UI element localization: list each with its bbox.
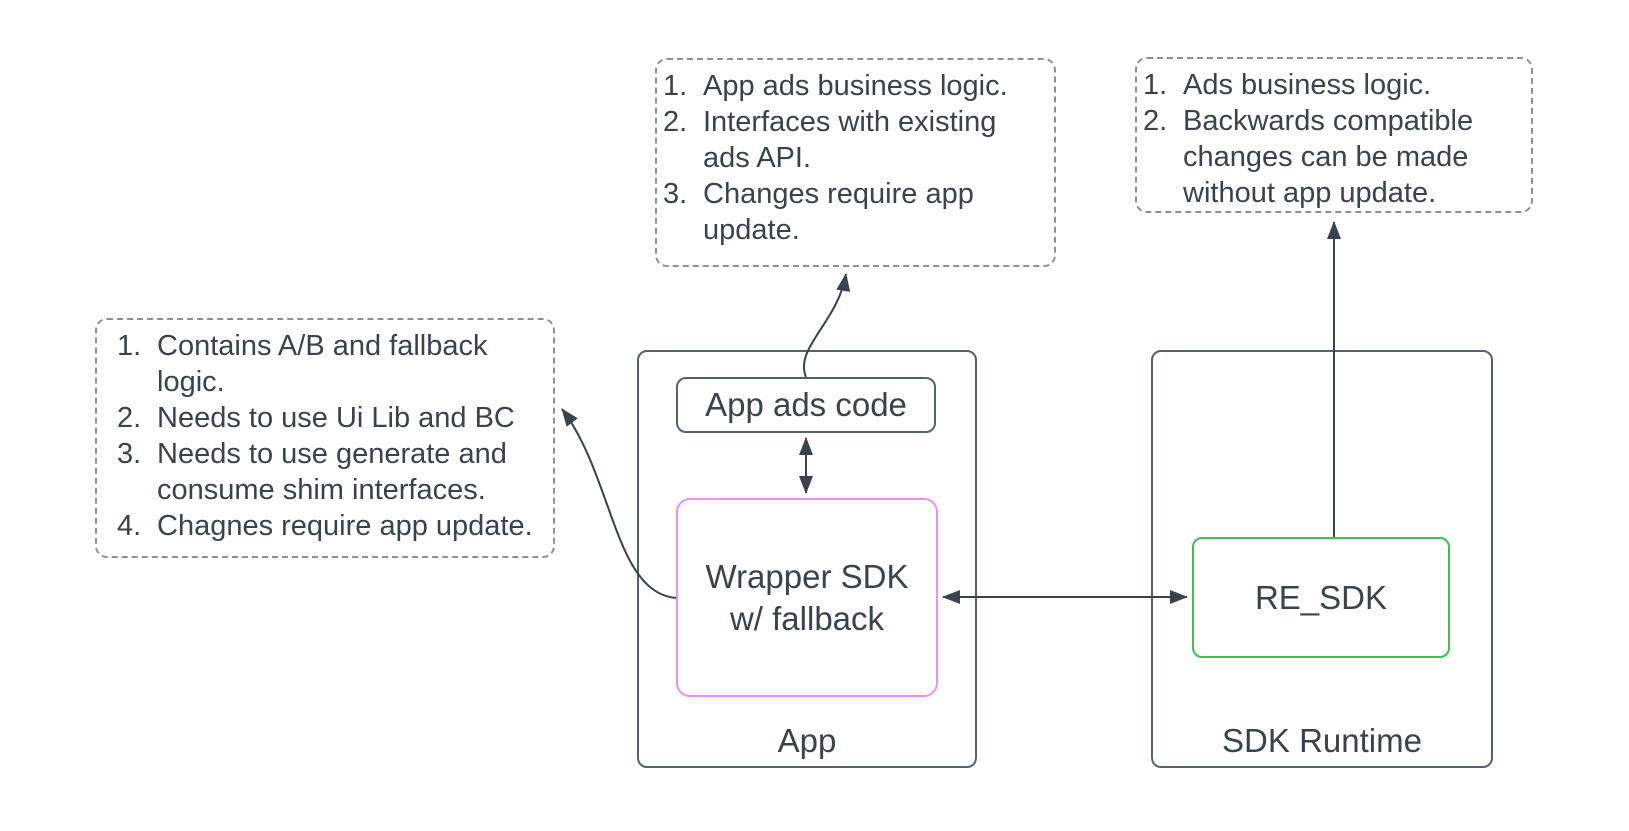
note-item-number: 1. — [1143, 69, 1168, 101]
note-item-text: Chagnes require app update. — [157, 510, 533, 542]
note-item-text: Contains A/B and fallback logic. — [157, 330, 488, 398]
sdk-runtime-container-label: SDK Runtime — [1222, 722, 1422, 759]
re-sdk-box: RE_SDK — [1192, 537, 1450, 658]
note-item-text: Changes require app update. — [703, 178, 974, 246]
note-item-number: 2. — [1143, 105, 1168, 137]
note-list-item: 3. Changes require app update. — [663, 176, 1046, 248]
note-item-number: 4. — [117, 510, 142, 542]
note-list-item: 3. Needs to use generate and consume shim… — [117, 436, 545, 508]
wrapper-sdk-box: Wrapper SDK w/ fallback — [676, 498, 938, 697]
note-item-number: 2. — [663, 106, 688, 138]
note-item-text: Needs to use Ui Lib and BC — [157, 402, 515, 434]
app-ads-code-box: App ads code — [676, 377, 936, 433]
note-re-sdk: 1. Ads business logic. 2. Backwards compati… — [1135, 57, 1533, 213]
note-item-text: Interfaces with existing ads API. — [703, 106, 997, 174]
note-list-item: 2. Backwards compatible changes can be ma… — [1143, 103, 1523, 211]
note-item-number: 2. — [117, 402, 142, 434]
note-list-item: 1. Ads business logic. — [1143, 67, 1523, 103]
note-item-number: 3. — [663, 178, 688, 210]
note-item-text: App ads business logic. — [703, 70, 1008, 102]
note-item-text: Ads business logic. — [1183, 69, 1432, 101]
note-list-item: 1. Contains A/B and fallback logic. — [117, 328, 545, 400]
note-list-item: 1. App ads business logic. — [663, 68, 1046, 104]
note-item-number: 1. — [663, 70, 688, 102]
note-list-item: 2. Interfaces with existing ads API. — [663, 104, 1046, 176]
note-app-ads-code: 1. App ads business logic. 2. Interfaces wi… — [655, 58, 1056, 267]
note-list-item: 4. Chagnes require app update. — [117, 508, 545, 544]
note-list-item: 2. Needs to use Ui Lib and BC — [117, 400, 545, 436]
note-item-text: Backwards compatible changes can be made… — [1183, 105, 1474, 209]
app-container-label: App — [777, 722, 837, 759]
note-wrapper-sdk: 1. Contains A/B and fallback logic. 2. Need… — [95, 318, 555, 558]
note-item-number: 1. — [117, 330, 142, 362]
note-item-text: Needs to use generate and consume shim i… — [157, 438, 507, 506]
note-item-number: 3. — [117, 438, 142, 470]
